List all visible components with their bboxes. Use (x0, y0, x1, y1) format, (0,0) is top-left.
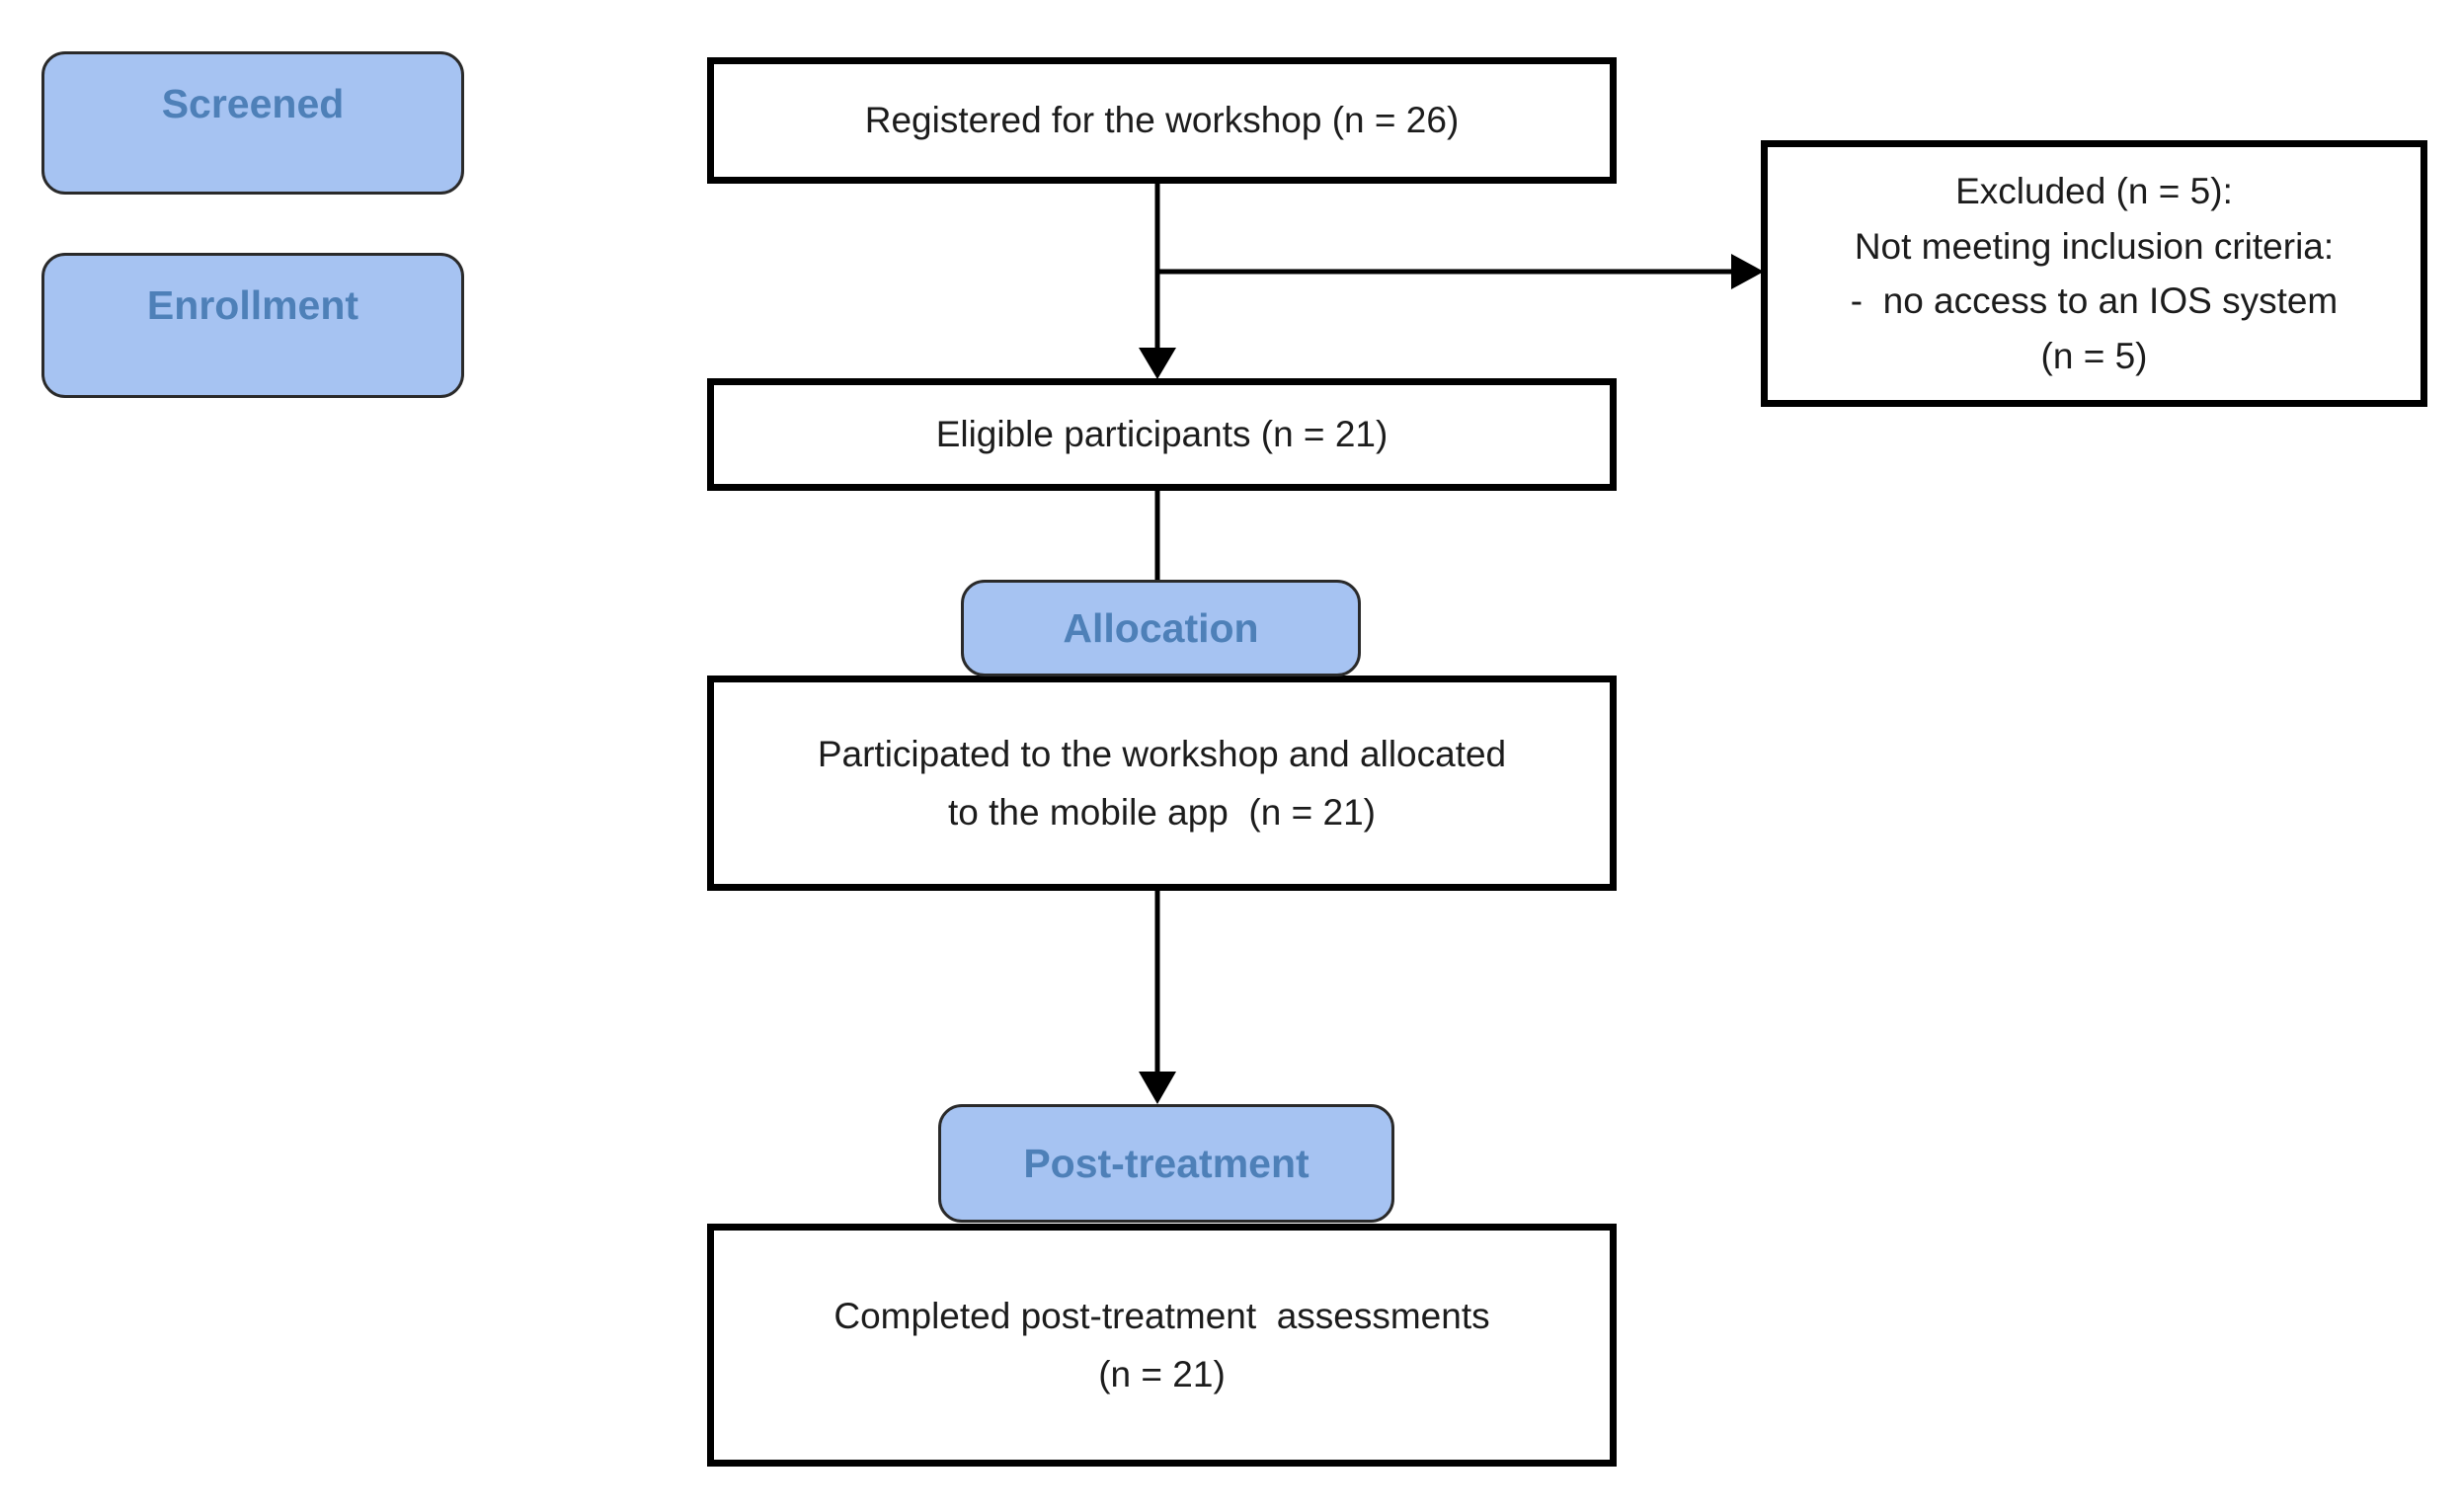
arrowhead-down-posttreatment-icon (1139, 1072, 1176, 1104)
arrowhead-down-eligible-icon (1139, 348, 1176, 379)
stage-label-enrollment: Enrollment (41, 253, 464, 398)
participated-box: Participated to the workshop and allocat… (707, 676, 1617, 891)
stage-label-screened: Screened (41, 51, 464, 195)
stage-label-post-treatment: Post-treatment (938, 1104, 1394, 1223)
completed-box-text: Completed post-treatment assessments (n … (833, 1295, 1490, 1394)
stage-label-screened-text: Screened (161, 81, 345, 126)
stage-label-allocation-text: Allocation (1063, 604, 1259, 651)
arrowhead-right-excluded-icon (1731, 254, 1764, 289)
excluded-box: Excluded (n = 5): Not meeting inclusion … (1761, 140, 2427, 407)
stage-label-enrollment-text: Enrollment (146, 282, 359, 328)
eligible-box-text: Eligible participants (n = 21) (935, 414, 1389, 455)
stage-label-post-treatment-text: Post-treatment (1023, 1140, 1309, 1186)
stage-label-allocation: Allocation (961, 580, 1361, 676)
registered-box: Registered for the workshop (n = 26) (707, 57, 1617, 184)
registered-box-text: Registered for the workshop (n = 26) (864, 100, 1460, 141)
eligible-box: Eligible participants (n = 21) (707, 378, 1617, 491)
excluded-box-text: Excluded (n = 5): Not meeting inclusion … (1850, 171, 2339, 376)
participated-box-text: Participated to the workshop and allocat… (817, 733, 1507, 833)
completed-box: Completed post-treatment assessments (n … (707, 1224, 1617, 1467)
